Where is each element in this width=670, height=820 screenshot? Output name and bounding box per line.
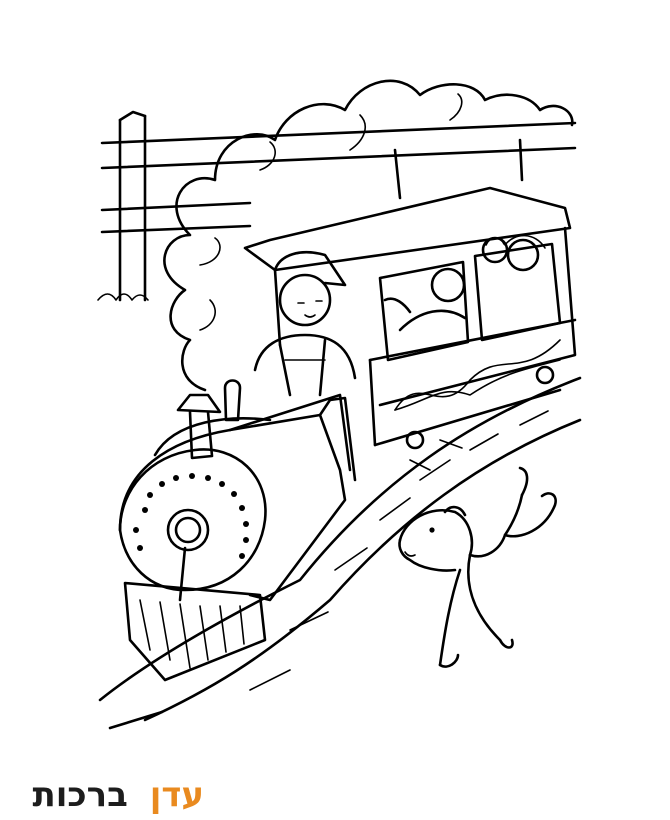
fence	[97, 110, 577, 302]
logo-word-eden: עדן	[149, 775, 204, 815]
railroad-track	[98, 376, 582, 730]
logo-word-brachot: ברכות	[32, 775, 128, 815]
engineer-boy	[253, 250, 357, 397]
steam-cloud	[163, 79, 574, 392]
site-logo: עדן ברכות	[4, 772, 204, 818]
running-dog	[398, 466, 557, 668]
locomotive	[118, 379, 357, 682]
children-passengers	[383, 234, 546, 332]
